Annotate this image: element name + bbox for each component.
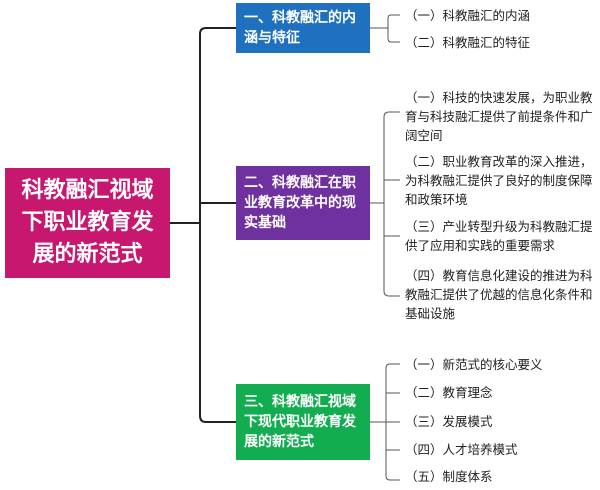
leaf-3-4: （四）人才培养模式 <box>405 442 518 457</box>
leaf-2-1: （一）科技的快速发展，为职业教育与科技融汇提供了前提条件和广阔空间 <box>405 90 593 143</box>
leaf-2-2: （二）职业教育改革的深入推进，为科教融汇提供了良好的制度保障和政策环境 <box>405 154 593 207</box>
root-to-branch-2-connector <box>199 202 236 223</box>
leaf-1-2: （二）科教融汇的特征 <box>405 35 531 50</box>
branch-1-label: 一、科教融汇的内涵与特征 <box>244 10 356 46</box>
branch-1-box: 一、科教融汇的内涵与特征 <box>236 3 370 53</box>
branch-2-box: 二、科教融汇在职业教育改革中的现实基础 <box>236 166 370 240</box>
root-to-branch-1-connector <box>170 27 236 224</box>
leaf-1-1: （一）科教融汇的内涵 <box>405 8 531 23</box>
leaf-3-5: （五）制度体系 <box>405 469 493 484</box>
root-topic-label: 科教融汇视域下职业教育发展的新范式 <box>21 178 154 267</box>
branch-2-label: 二、科教融汇在职业教育改革中的现实基础 <box>244 175 356 231</box>
root-to-branch-3-connector <box>199 223 236 423</box>
root-topic-box: 科教融汇视域下职业教育发展的新范式 <box>5 168 170 278</box>
leaf-2-4: （四）教育信息化建设的推进为科教融汇提供了优越的信息化条件和基础设施 <box>405 268 593 321</box>
branch-3-box: 三、科教融汇视域下现代职业教育发展的新范式 <box>236 384 370 460</box>
branch-3-label: 三、科教融汇视域下现代职业教育发展的新范式 <box>244 394 356 450</box>
leaf-3-1: （一）新范式的核心要义 <box>405 357 543 372</box>
branch-1-leaf-connector <box>370 14 400 43</box>
branch-2-leaf-connector <box>370 111 400 297</box>
leaf-2-3: （三）产业转型升级为科教融汇提供了应用和实践的重要需求 <box>405 219 593 253</box>
leaf-3-2: （二）教育理念 <box>405 385 493 400</box>
leaf-3-3: （三）发展模式 <box>405 414 493 429</box>
branch-3-leaf-connector <box>370 363 400 481</box>
